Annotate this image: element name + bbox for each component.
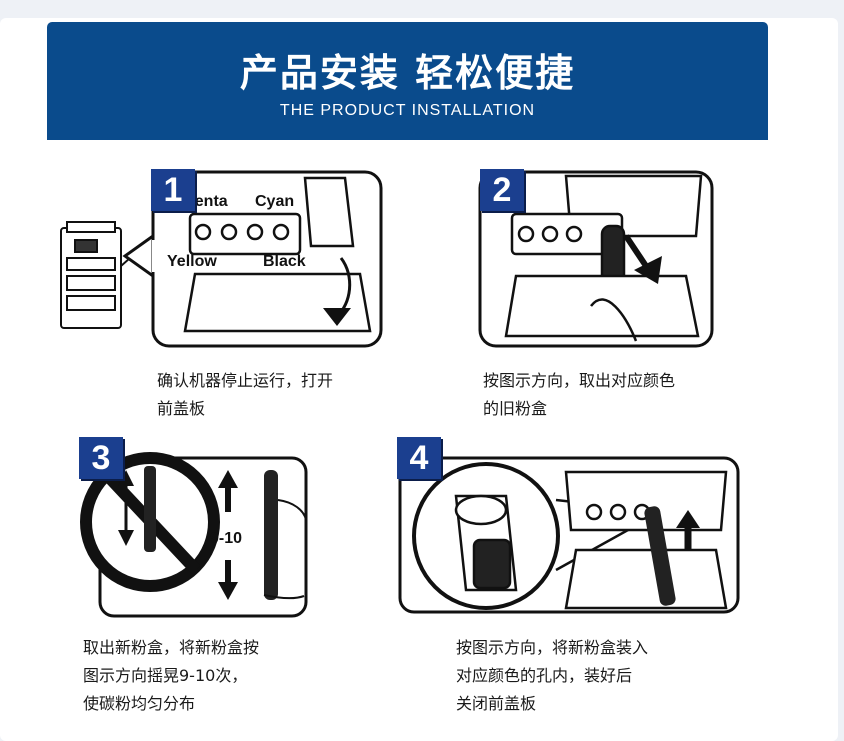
- step-2-illustration: [476, 166, 716, 350]
- step-3-caption-line-3: 使碳粉均匀分布: [83, 694, 196, 713]
- step-1-caption: 确认机器停止运行，打开 前盖板: [157, 367, 333, 423]
- step-1-caption-line-1: 确认机器停止运行，打开: [157, 371, 334, 390]
- step-4-caption-line-3: 关闭前盖板: [456, 694, 537, 713]
- shake-count-label: 9-10: [210, 530, 242, 547]
- step-3-caption-line-2: 图示方向摇晃9-10次，: [83, 666, 248, 685]
- step-4-caption-line-1: 按图示方向，将新粉盒装入: [456, 638, 649, 657]
- label-magenta: genta: [185, 193, 228, 210]
- label-black: Black: [263, 253, 306, 270]
- step-4-caption: 按图示方向，将新粉盒装入 对应颜色的孔内，装好后 关闭前盖板: [456, 634, 648, 718]
- label-cyan: Cyan: [255, 193, 294, 210]
- label-yellow: Yellow: [167, 253, 217, 270]
- step-4-badge: 4: [397, 437, 441, 479]
- step-2-caption-line-2: 的旧粉盒: [483, 399, 548, 418]
- step-2-caption: 按图示方向，取出对应颜色 的旧粉盒: [483, 367, 675, 423]
- step-1-caption-line-2: 前盖板: [157, 399, 206, 418]
- copier-icon: [60, 221, 156, 329]
- banner-title: 产品安装 轻松便捷: [239, 51, 576, 95]
- banner-subtitle: THE PRODUCT INSTALLATION: [279, 102, 536, 119]
- step-2-caption-line-1: 按图示方向，取出对应颜色: [483, 371, 676, 390]
- step-3-illustration: 9-10: [78, 440, 310, 622]
- step-3-badge: 3: [79, 437, 123, 479]
- step-3-drawing: 9-10: [80, 452, 308, 618]
- step-3-caption: 取出新粉盒，将新粉盒按 图示方向摇晃9-10次， 使碳粉均匀分布: [83, 634, 259, 718]
- step-1-badge: 1: [151, 169, 195, 211]
- step-2-badge: 2: [480, 169, 524, 211]
- step-4-caption-line-2: 对应颜色的孔内，装好后: [456, 666, 633, 685]
- step-4-illustration: [396, 440, 744, 618]
- step-2-drawing: [478, 170, 714, 348]
- step-1-drawing: genta Cyan Yellow Black: [60, 170, 383, 348]
- step-4-drawing: [398, 456, 740, 614]
- step-3-caption-line-1: 取出新粉盒，将新粉盒按: [83, 638, 260, 657]
- header-banner: 产品安装 轻松便捷 THE PRODUCT INSTALLATION: [47, 22, 768, 140]
- step-1-illustration: genta Cyan Yellow Black: [55, 166, 385, 350]
